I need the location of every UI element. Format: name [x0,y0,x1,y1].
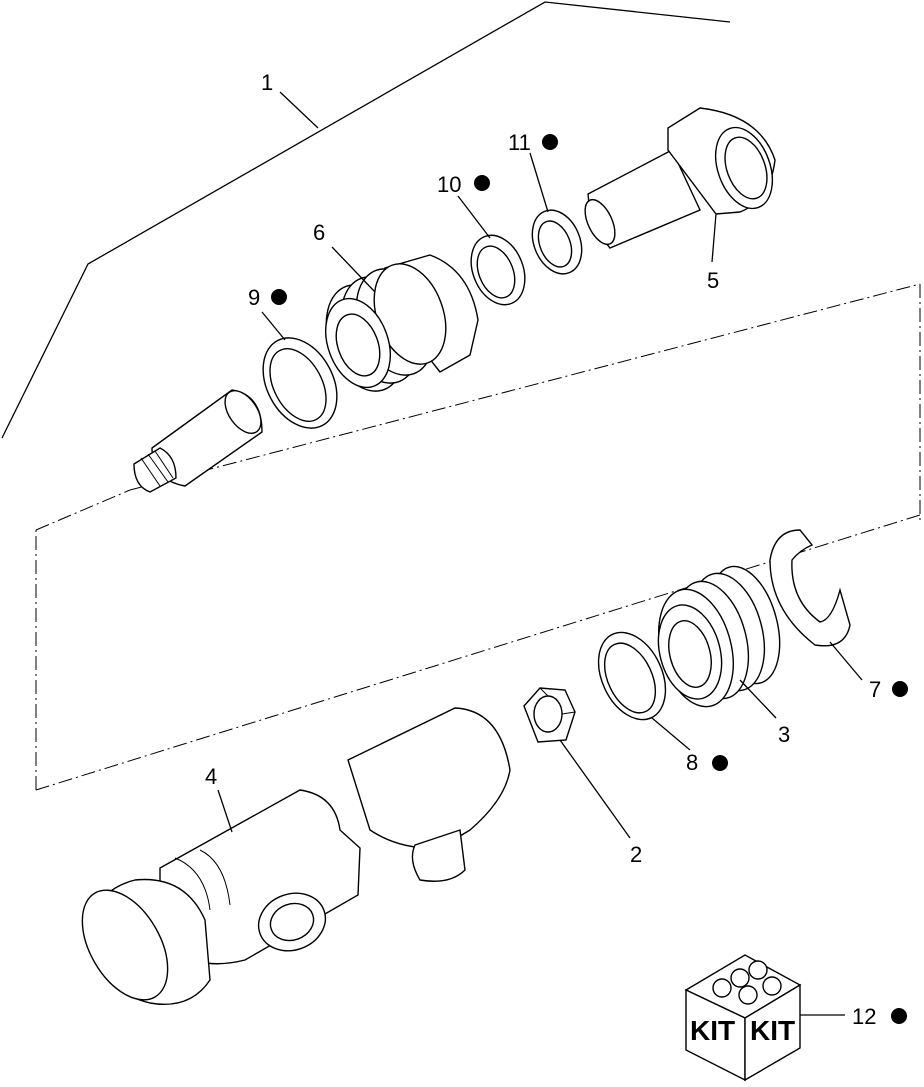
kit-dot-9 [271,289,287,305]
callout-8: 8 [686,750,698,775]
callout-10: 10 [437,172,461,197]
kit-dot-10 [474,175,490,191]
seal-ring-8 [597,631,667,721]
kit-box-12: KIT KIT [684,954,802,1082]
seal-ring-9 [262,337,338,429]
callout-11: 11 [508,130,531,155]
callout-2: 2 [630,842,642,867]
callout-5: 5 [707,268,719,293]
callout-3: 3 [778,722,790,747]
kit-dot-11 [542,134,558,150]
gland-6 [325,254,479,392]
nut-2 [523,687,576,743]
kit-label-left: KIT [690,1015,735,1046]
piston-rod [133,389,263,493]
rod-end-eye-5 [584,107,776,249]
cylinder-barrel-4 [81,707,511,1005]
callout-6: 6 [313,220,325,245]
callout-7: 7 [869,677,881,702]
callout-labels: 1 2 3 4 5 6 7 8 9 10 11 12 [205,70,881,1029]
piston-3 [657,565,781,708]
kit-dot-7 [892,681,908,697]
callout-9: 9 [248,285,260,310]
ring-10 [470,234,526,306]
kit-label-right: KIT [750,1015,795,1046]
callout-12: 12 [852,1004,876,1029]
ring-11 [531,209,583,275]
kit-dot-12 [891,1008,907,1024]
leader-lines [217,91,863,1016]
assembly-bracket [1,1,731,439]
kit-dots [271,134,908,1024]
kit-dot-8 [712,755,728,771]
split-ring-7 [769,529,851,647]
callout-1: 1 [261,70,273,95]
callout-4: 4 [205,764,217,789]
